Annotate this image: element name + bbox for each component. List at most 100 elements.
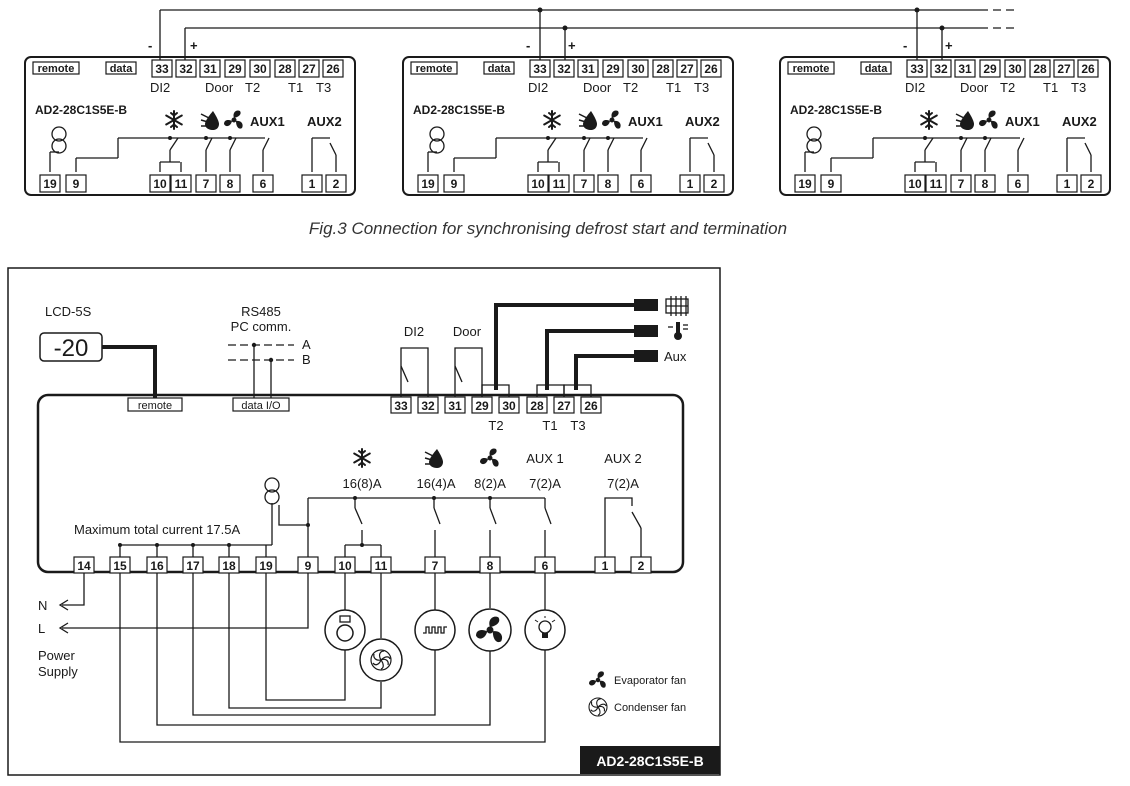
di2-label: DI2	[905, 80, 925, 95]
terminal-7: 7	[203, 177, 210, 191]
rating-drip: 16(4)A	[416, 476, 455, 491]
main-top-terminal-strip: 33 32 31 29 30 28 27 26	[390, 396, 602, 414]
drip-defrost-icon	[200, 110, 220, 131]
fan-icon	[602, 110, 621, 129]
condenser-fan-legend-icon	[588, 697, 608, 717]
minus-label: -	[903, 38, 907, 53]
terminal-1: 1	[309, 177, 316, 191]
terminal-26: 26	[704, 62, 718, 76]
terminal-27: 27	[302, 62, 316, 76]
terminal-27: 27	[557, 399, 571, 413]
terminal-27: 27	[680, 62, 694, 76]
terminal-2: 2	[1088, 177, 1095, 191]
aux2-title: AUX 2	[604, 451, 642, 466]
outer-frame	[7, 267, 721, 776]
transformer-icon	[51, 126, 67, 154]
terminal-28: 28	[530, 399, 544, 413]
rating-aux2: 7(2)A	[607, 476, 639, 491]
data-label: data	[865, 63, 889, 75]
t2-label: T2	[623, 80, 638, 95]
terminal-6: 6	[260, 177, 267, 191]
main-wiring-diagram: LCD-5S -20 RS485 PC comm. A B remote dat…	[7, 267, 721, 776]
lcd-cable	[102, 345, 157, 398]
terminal-6: 6	[638, 177, 645, 191]
terminal-30: 30	[631, 62, 645, 76]
thermometer-icon	[668, 322, 688, 340]
terminal-9: 9	[305, 559, 312, 573]
data-label: data	[488, 63, 512, 75]
power-label: Power	[38, 648, 76, 663]
terminal-10: 10	[531, 177, 545, 191]
terminal-32: 32	[934, 62, 948, 76]
plus-label: +	[945, 38, 953, 53]
terminal-19: 19	[43, 177, 57, 191]
terminal-29: 29	[228, 62, 242, 76]
terminal-28: 28	[1033, 62, 1047, 76]
aux2-label: AUX2	[307, 114, 342, 129]
light-icon	[524, 609, 566, 651]
data-io-port-label: data I/O	[241, 400, 281, 412]
terminal-1: 1	[602, 559, 609, 573]
plus-label: +	[568, 38, 576, 53]
terminal-33: 33	[155, 62, 169, 76]
relay-wiring	[271, 496, 642, 557]
lcd-label: LCD-5S	[45, 304, 92, 319]
t1-label: T1	[666, 80, 681, 95]
controller-body	[36, 393, 685, 574]
top-terminal-strip: 33 32 31 29 30 28 27 26	[529, 59, 722, 78]
minus-label: -	[148, 38, 152, 53]
legend-condenser-fan: Condenser fan	[614, 702, 686, 714]
terminal-28: 28	[656, 62, 670, 76]
main-t3-label: T3	[570, 418, 585, 433]
controller-module-2: remote data - + 33 32 31 29 30 28 27 26 …	[402, 38, 734, 196]
terminal-19: 19	[259, 559, 273, 573]
main-di2-label: DI2	[404, 324, 424, 339]
fan-icon	[224, 110, 243, 129]
top-terminal-strip: 33 32 31 29 30 28 27 26	[151, 59, 344, 78]
fan-icon	[979, 110, 998, 129]
terminal-19: 19	[798, 177, 812, 191]
figure-caption: Fig.3 Connection for synchronising defro…	[309, 219, 787, 238]
snowflake-icon	[165, 110, 183, 130]
t3-label: T3	[1071, 80, 1086, 95]
rating-fan: 8(2)A	[474, 476, 506, 491]
line-b-label: B	[302, 352, 311, 367]
main-t2-label: T2	[488, 418, 503, 433]
terminal-26: 26	[1081, 62, 1095, 76]
controller-module-1: remote data - + 33 32 31 29 30 28 27 26 …	[24, 38, 356, 196]
terminal-27: 27	[1057, 62, 1071, 76]
t2-label: T2	[245, 80, 260, 95]
data-label: data	[110, 63, 134, 75]
terminal-7: 7	[432, 559, 439, 573]
max-current-label: Maximum total current 17.5A	[74, 522, 241, 537]
terminal-33: 33	[910, 62, 924, 76]
evaporator-fan-legend-icon	[589, 671, 606, 688]
snowflake-icon	[920, 110, 938, 130]
terminal-2: 2	[333, 177, 340, 191]
model-badge	[580, 746, 720, 774]
terminal-7: 7	[958, 177, 965, 191]
remote-label: remote	[793, 63, 830, 75]
door-label: Door	[583, 80, 612, 95]
legend-evaporator-fan: Evaporator fan	[614, 675, 686, 687]
sync-bus	[159, 7, 1015, 60]
bottom-terminal-strip: 19 9 10 11 7 8 6 1 2	[39, 174, 347, 193]
terminal-30: 30	[1008, 62, 1022, 76]
terminal-30: 30	[502, 399, 516, 413]
terminal-6: 6	[542, 559, 549, 573]
compressor-icon	[324, 609, 366, 651]
terminal-31: 31	[448, 399, 462, 413]
pc-comm-label: PC comm.	[231, 319, 292, 334]
aux-probe-label: Aux	[664, 349, 687, 364]
model-label: AD2-28C1S5E-B	[790, 103, 882, 117]
legend: Evaporator fan Condenser fan	[588, 671, 686, 717]
terminal-9: 9	[451, 177, 458, 191]
aux1-label: AUX1	[1005, 114, 1040, 129]
terminal-29: 29	[475, 399, 489, 413]
bottom-terminal-strip: 19 9 10 11 7 8 6 1 2	[417, 174, 725, 193]
terminal-29: 29	[983, 62, 997, 76]
terminal-16: 16	[150, 559, 164, 573]
terminal-32: 32	[557, 62, 571, 76]
aux1-label: AUX1	[250, 114, 285, 129]
